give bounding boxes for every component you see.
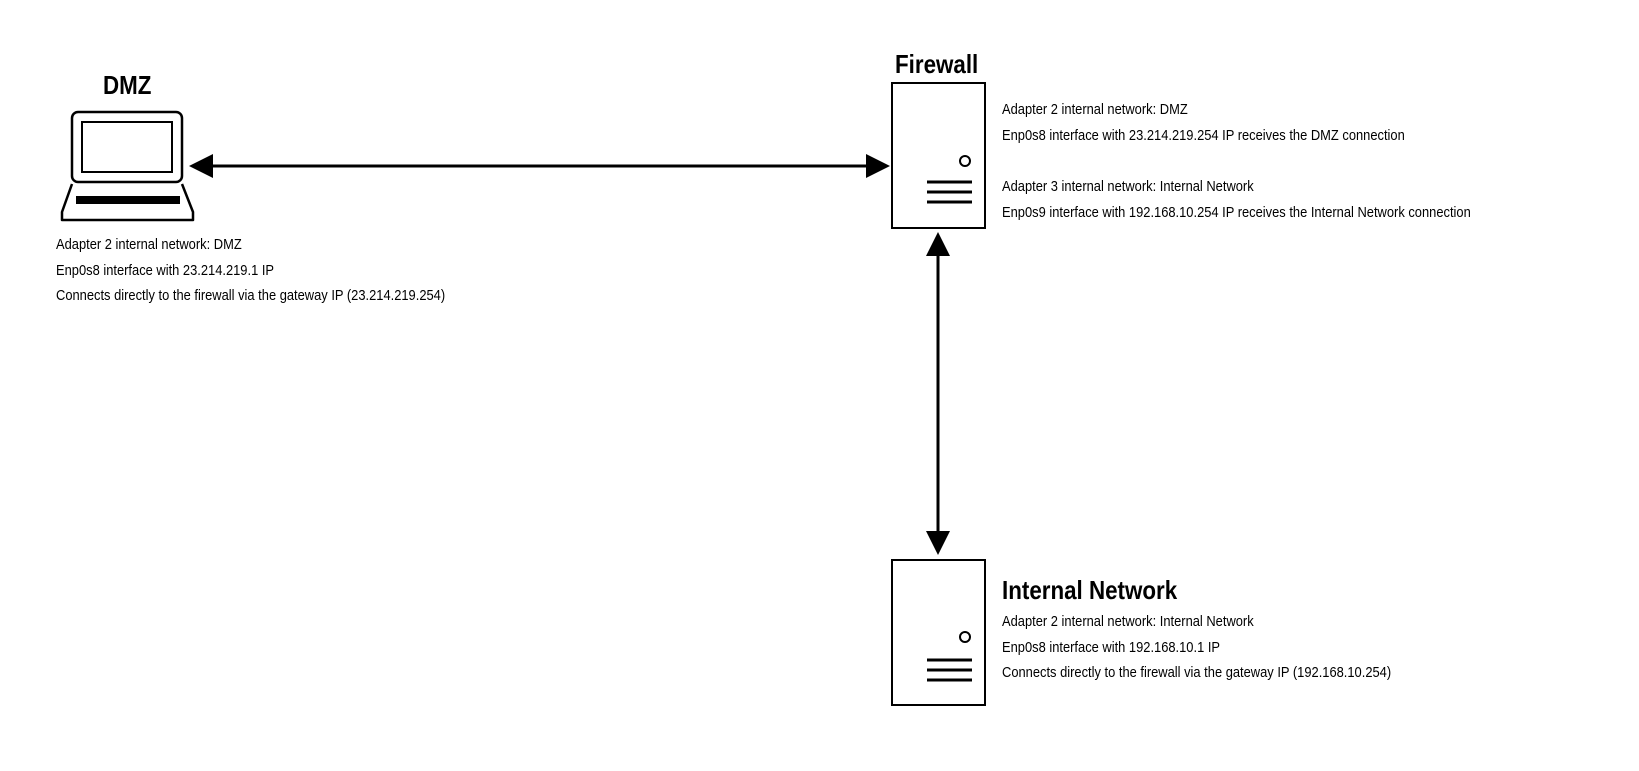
internal-info: Adapter 2 internal network: Internal Net… — [1002, 609, 1391, 686]
firewall-server-icon — [891, 82, 986, 229]
laptop-icon — [60, 110, 195, 222]
dmz-title: DMZ — [103, 70, 152, 100]
internal-info-line: Adapter 2 internal network: Internal Net… — [1002, 613, 1254, 630]
internal-info-line: Connects directly to the firewall via th… — [1002, 664, 1392, 681]
dmz-info: Adapter 2 internal network: DMZ Enp0s8 i… — [56, 232, 445, 309]
firewall-title: Firewall — [895, 49, 979, 79]
firewall-info-line: Adapter 2 internal network: DMZ — [1002, 101, 1188, 118]
firewall-adapter3-info: Adapter 3 internal network: Internal Net… — [1002, 174, 1471, 225]
firewall-adapter2-info: Adapter 2 internal network: DMZ Enp0s8 i… — [1002, 97, 1405, 148]
internal-server-icon — [891, 559, 986, 706]
firewall-info-line: Enp0s9 interface with 192.168.10.254 IP … — [1002, 203, 1471, 221]
firewall-info-line: Adapter 3 internal network: Internal Net… — [1002, 178, 1254, 195]
dmz-info-line: Adapter 2 internal network: DMZ — [56, 236, 242, 253]
firewall-info-line: Enp0s8 interface with 23.214.219.254 IP … — [1002, 126, 1405, 144]
dmz-info-line: Connects directly to the firewall via th… — [56, 287, 446, 304]
internal-info-line: Enp0s8 interface with 192.168.10.1 IP — [1002, 638, 1221, 656]
internal-title: Internal Network — [1002, 575, 1178, 605]
dmz-info-line: Enp0s8 interface with 23.214.219.1 IP — [56, 261, 275, 279]
